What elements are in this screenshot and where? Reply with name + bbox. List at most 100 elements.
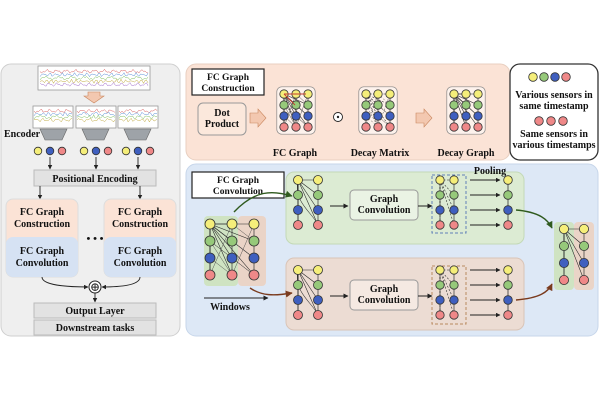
decay-matrix-label: Decay Matrix <box>351 148 410 159</box>
red-node <box>361 122 371 132</box>
yellow-node <box>449 265 459 275</box>
green-node <box>313 280 323 290</box>
graph-edge <box>365 115 379 128</box>
green-node <box>313 190 323 200</box>
blue-node <box>579 257 590 268</box>
signal-trace <box>39 75 149 81</box>
ellipsis: • • • <box>86 233 103 245</box>
fc-graph-label: FC Graph <box>273 148 318 159</box>
output-layer-label: Output Layer <box>65 306 125 317</box>
green-node <box>449 190 459 200</box>
red-node <box>291 122 301 132</box>
add-symbol: ⊕ <box>90 280 100 294</box>
decay-matrix <box>358 86 398 135</box>
blue-node <box>435 295 445 305</box>
green-node <box>303 100 313 110</box>
graph-convolution-bottom-line-1: Graph <box>370 284 399 295</box>
graph-edge <box>453 93 479 128</box>
dot-operator-center <box>336 115 340 119</box>
red-node <box>449 220 459 230</box>
right-arrow-icon <box>249 108 267 128</box>
graph-edge <box>377 93 391 106</box>
blue-node <box>313 205 323 215</box>
red-node <box>204 269 216 281</box>
embedding-node <box>57 146 67 156</box>
positional-encoding-label: Positional Encoding <box>52 174 137 185</box>
right-arrow-icon-2 <box>415 108 433 128</box>
yellow-node <box>503 175 513 185</box>
signal-trace <box>118 108 158 114</box>
legend-node <box>561 72 571 82</box>
merge-arrow-top <box>515 209 553 229</box>
blue-node <box>503 295 513 305</box>
green-node <box>248 235 260 247</box>
embedding-node <box>145 146 155 156</box>
legend-various-sensors-nodes <box>528 72 571 82</box>
graph-edge <box>283 93 309 128</box>
construction-title-line-1: FC Graph <box>207 73 250 83</box>
window-graph-top <box>293 175 323 230</box>
yellow-node <box>293 265 303 275</box>
signal-trace <box>76 117 116 123</box>
green-node <box>435 190 445 200</box>
yellow-node <box>361 89 371 99</box>
graph-convolution-bottom-line-2: Convolution <box>358 295 411 306</box>
decay-graph-label: Decay Graph <box>438 148 495 159</box>
green-node <box>361 100 371 110</box>
graph-edge <box>209 223 255 276</box>
green-node <box>473 100 483 110</box>
red-node <box>559 274 570 285</box>
embedding-node <box>121 146 131 156</box>
red-node <box>461 122 471 132</box>
graph-edge <box>377 93 391 128</box>
graph-edge <box>439 179 455 226</box>
construction-title-line-2: Construction <box>201 84 255 94</box>
signal-trace <box>33 112 73 117</box>
legend-same-sensors-line-2: various timestamps <box>512 140 595 151</box>
signal-trace <box>118 117 158 123</box>
dot-product-box <box>197 102 247 136</box>
red-node <box>373 122 383 132</box>
graph-edge <box>209 223 233 259</box>
embedding-node <box>91 146 101 156</box>
red-node <box>248 269 260 281</box>
legend-node <box>558 116 568 126</box>
blue-node <box>559 257 570 268</box>
signal-trace <box>39 82 149 87</box>
signal-trace <box>33 114 73 120</box>
convolution-title-box <box>191 171 285 199</box>
signal-trace <box>34 117 73 123</box>
fc-graph <box>276 86 316 135</box>
blue-node <box>449 295 459 305</box>
blue-node <box>293 205 303 215</box>
green-node <box>226 235 238 247</box>
embedding-nodes <box>33 146 155 156</box>
signal-trace <box>118 111 158 117</box>
pooled-nodes-bottom <box>503 265 513 320</box>
graph-edge <box>563 228 585 264</box>
yellow-node <box>204 218 216 230</box>
red-node <box>303 122 313 132</box>
construction-title-box <box>191 68 265 96</box>
blue-node <box>279 111 289 121</box>
yellow-node <box>503 265 513 275</box>
green-node <box>204 235 216 247</box>
signal-trace <box>33 108 73 114</box>
fc-block-2-construction-line-2: Construction <box>112 219 169 230</box>
green-node <box>291 100 301 110</box>
blue-node <box>461 111 471 121</box>
fc-block-2-convolution-line-1: FC Graph <box>118 246 163 257</box>
yellow-node <box>226 218 238 230</box>
yellow-node <box>373 89 383 99</box>
red-node <box>503 310 513 320</box>
legend-various-sensors-line-1: Various sensors in <box>515 90 593 101</box>
yellow-node <box>293 175 303 185</box>
green-node <box>449 100 459 110</box>
